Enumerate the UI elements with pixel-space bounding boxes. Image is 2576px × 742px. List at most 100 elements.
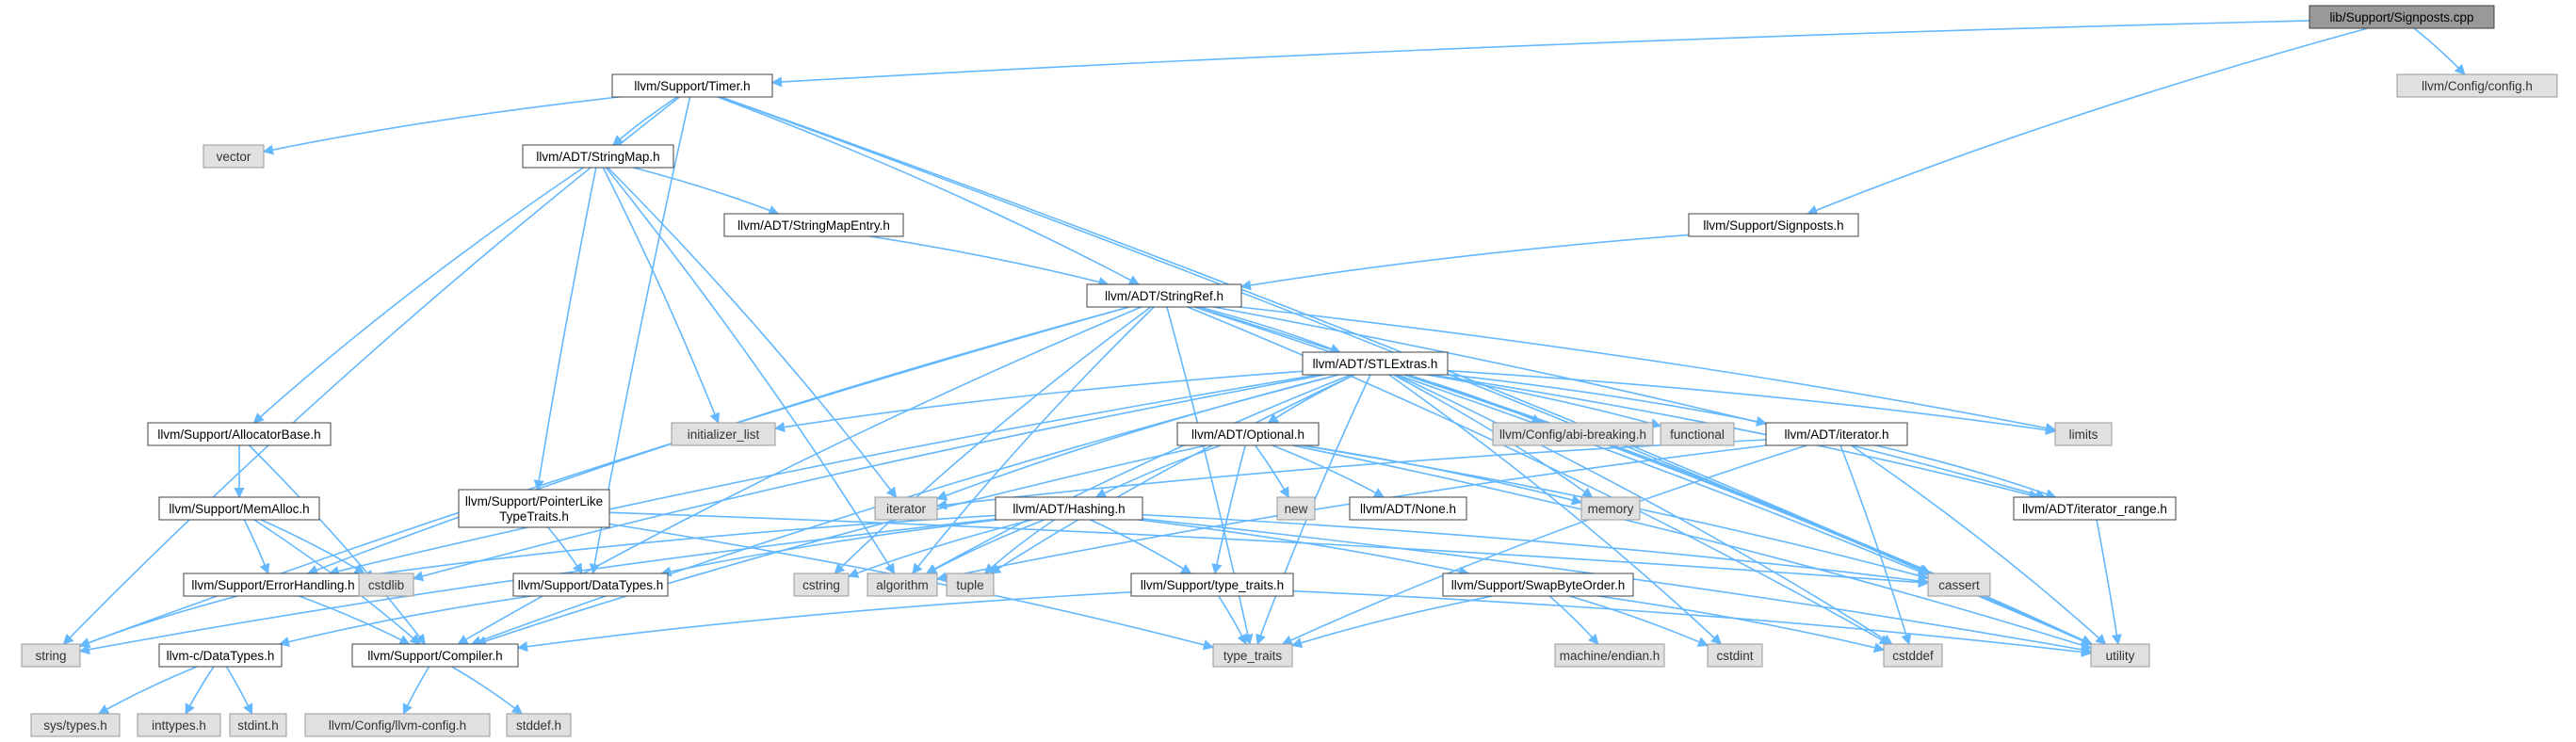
node-timer-label: llvm/Support/Timer.h xyxy=(634,79,750,93)
node-systypes-box xyxy=(30,713,121,737)
node-limits-box xyxy=(2054,422,2113,446)
edge-stringmap-to-iterator xyxy=(607,167,898,498)
node-stringref-box xyxy=(1086,283,1242,308)
node-abibreaking-box xyxy=(1492,422,1654,446)
edge-root-to-signposts xyxy=(1806,27,2368,216)
node-errorhandling[interactable]: llvm/Support/ErrorHandling.h xyxy=(183,573,364,597)
node-memalloc-box xyxy=(158,496,320,521)
node-none[interactable]: llvm/ADT/None.h xyxy=(1349,496,1467,521)
node-initlist: initializer_list xyxy=(671,422,776,446)
edge-hashing-to-typetraitsh xyxy=(1090,519,1192,574)
node-optional-label: llvm/ADT/Optional.h xyxy=(1191,427,1304,442)
node-typetraitsh[interactable]: llvm/Support/type_traits.h xyxy=(1130,573,1294,597)
node-stringref[interactable]: llvm/ADT/StringRef.h xyxy=(1086,283,1242,308)
node-cstddef-label: cstddef xyxy=(1892,649,1934,663)
node-cdatatypes-label: llvm-c/DataTypes.h xyxy=(167,649,275,663)
node-signposts[interactable]: llvm/Support/Signposts.h xyxy=(1688,213,1859,237)
edge-errorhandling-to-compiler xyxy=(299,595,411,645)
node-inttypes-box xyxy=(137,713,221,737)
node-inttypes: inttypes.h xyxy=(137,713,221,737)
node-cstring: cstring xyxy=(793,573,850,597)
edge-stringref-to-stlextras xyxy=(1199,306,1341,354)
node-initlist-box xyxy=(671,422,776,446)
edge-stlextras-to-cstddef xyxy=(1395,374,1893,645)
node-tuple-box xyxy=(946,573,995,597)
node-stringref-label: llvm/ADT/StringRef.h xyxy=(1105,289,1223,303)
node-abibreaking-label: llvm/Config/abi-breaking.h xyxy=(1499,427,1646,442)
node-new-box xyxy=(1276,496,1316,521)
node-cdatatypes-box xyxy=(158,643,283,668)
edge-compiler-to-llvmconfig xyxy=(402,666,430,716)
node-iterator: iterator xyxy=(874,496,938,521)
node-hashing[interactable]: llvm/ADT/Hashing.h xyxy=(995,496,1143,521)
edge-datatypes-to-cdatatypes xyxy=(278,595,532,648)
node-stddef: stddef.h xyxy=(506,713,572,737)
node-compiler[interactable]: llvm/Support/Compiler.h xyxy=(351,643,519,668)
edge-optional-to-memory xyxy=(1303,444,1583,506)
edge-iterrange-to-utility xyxy=(2096,519,2122,646)
node-none-box xyxy=(1349,496,1467,521)
node-vector-box xyxy=(203,144,265,169)
node-functional-box xyxy=(1660,422,1735,446)
node-timer[interactable]: llvm/Support/Timer.h xyxy=(611,73,773,98)
node-iterrange[interactable]: llvm/ADT/iterator_range.h xyxy=(2013,496,2177,521)
node-memalloc-label: llvm/Support/MemAlloc.h xyxy=(169,502,309,516)
node-algorithm: algorithm xyxy=(867,573,938,597)
node-root[interactable]: lib/Support/Signposts.cpp xyxy=(2309,5,2495,29)
node-configh: llvm/Config/config.h xyxy=(2396,73,2558,98)
edge-stringmap-to-algorithm xyxy=(605,167,896,574)
edge-timer-to-vector xyxy=(262,96,620,155)
node-cstring-box xyxy=(793,573,850,597)
node-memalloc[interactable]: llvm/Support/MemAlloc.h xyxy=(158,496,320,521)
node-stringmap[interactable]: llvm/ADT/StringMap.h xyxy=(522,144,674,169)
node-optional-box xyxy=(1176,422,1320,446)
node-abibreaking: llvm/Config/abi-breaking.h xyxy=(1492,422,1654,446)
node-machendian-box xyxy=(1554,643,1665,668)
node-string-box xyxy=(21,643,81,668)
edge-pointerlike-to-datatypes xyxy=(547,526,583,574)
node-optional[interactable]: llvm/ADT/Optional.h xyxy=(1176,422,1320,446)
node-llvmconfig-box xyxy=(304,713,491,737)
node-cstdint-label: cstdint xyxy=(1716,649,1753,663)
edge-stlextras-to-initlist xyxy=(773,370,1304,433)
edge-cdatatypes-to-systypes xyxy=(97,666,198,715)
edge-typetraitsh-to-utility xyxy=(1292,589,2093,657)
node-cstdlib-box xyxy=(358,573,414,597)
node-iterator-box xyxy=(874,496,938,521)
node-typetraits: type_traits xyxy=(1212,643,1293,668)
node-limits: limits xyxy=(2054,422,2113,446)
edge-stringmap-to-initlist xyxy=(602,167,721,425)
edge-hashing-to-cstring xyxy=(847,519,1033,578)
node-allocatorbase[interactable]: llvm/Support/AllocatorBase.h xyxy=(147,422,332,446)
node-iterrange-box xyxy=(2013,496,2177,521)
edges-layer xyxy=(62,20,2466,716)
edge-hashing-to-algorithm xyxy=(926,519,1045,574)
node-stdint-box xyxy=(229,713,287,737)
node-iterator-label: iterator xyxy=(886,502,927,516)
node-typetraits-label: type_traits xyxy=(1223,649,1283,663)
node-cassert-box xyxy=(1927,573,1991,597)
edge-optional-to-compiler xyxy=(476,444,1207,647)
edge-compiler-to-stddef xyxy=(451,666,524,715)
node-utility-box xyxy=(2090,643,2150,668)
node-cdatatypes[interactable]: llvm-c/DataTypes.h xyxy=(158,643,283,668)
edge-stlextras-to-errorhandling xyxy=(328,374,1320,577)
edge-stringref-to-limits xyxy=(1239,306,2057,434)
node-errorhandling-box xyxy=(183,573,364,597)
node-datatypes[interactable]: llvm/Support/DataTypes.h xyxy=(512,573,669,597)
node-stlextras[interactable]: llvm/ADT/STLExtras.h xyxy=(1302,351,1449,376)
node-tuple-label: tuple xyxy=(956,578,983,592)
edge-hashing-to-swapbyteorder xyxy=(1138,519,1470,577)
edge-stringref-to-algorithm xyxy=(912,306,1155,574)
edge-hashing-to-tuple xyxy=(983,519,1055,574)
node-stringmapentry[interactable]: llvm/ADT/StringMapEntry.h xyxy=(723,213,904,237)
node-cstdlib-label: cstdlib xyxy=(368,578,404,592)
edge-swapbyteorder-to-cstddef xyxy=(1597,595,1886,653)
node-swapbyteorder[interactable]: llvm/Support/SwapByteOrder.h xyxy=(1442,573,1634,597)
node-none-label: llvm/ADT/None.h xyxy=(1360,502,1456,516)
node-iteratorh[interactable]: llvm/ADT/iterator.h xyxy=(1765,422,1908,446)
node-cassert: cassert xyxy=(1927,573,1991,597)
node-pointerlike-label: TypeTraits.h xyxy=(499,509,569,524)
node-stringmapentry-label: llvm/ADT/StringMapEntry.h xyxy=(737,218,890,233)
